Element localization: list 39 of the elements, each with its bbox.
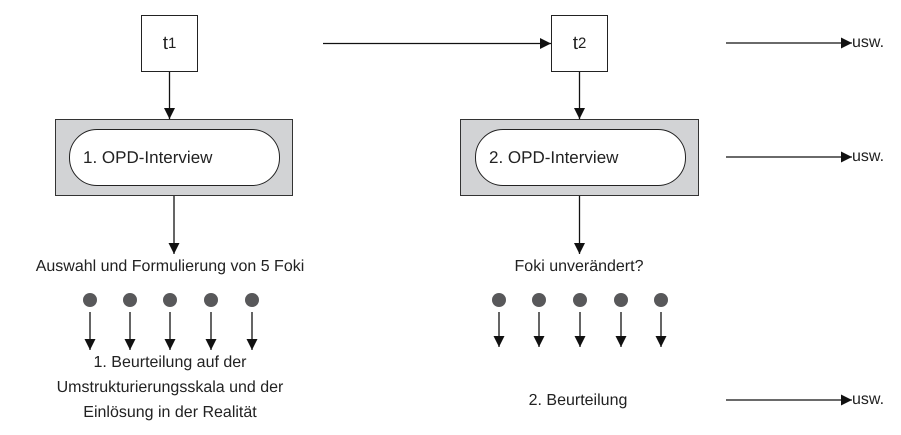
focus-dot <box>83 293 97 307</box>
arrow <box>726 38 852 48</box>
arrow <box>164 72 175 119</box>
arrow <box>124 312 136 350</box>
arrow <box>206 312 216 350</box>
arrow <box>574 196 585 254</box>
arrow <box>168 196 180 254</box>
arrow <box>494 312 504 347</box>
arrow <box>574 312 586 347</box>
focus-dot <box>123 293 137 307</box>
focus-dot <box>614 293 628 307</box>
arrow <box>616 312 626 347</box>
step-text: 1. Beurteilung auf der Umstrukturierungsskala und der Einlösung in der Realität <box>20 350 320 430</box>
arrow <box>726 152 852 162</box>
arrow <box>656 312 666 347</box>
focus-dot <box>573 293 587 307</box>
step-text: 2. Beurteilung <box>508 388 648 413</box>
arrow <box>534 312 544 347</box>
step-text: Foki unverändert? <box>490 254 668 279</box>
step-text: Auswahl und Formulierung von 5 Foki <box>0 254 340 279</box>
focus-dot <box>245 293 259 307</box>
continuation-text: usw. <box>852 147 892 167</box>
focus-dot <box>654 293 668 307</box>
arrow <box>323 38 551 49</box>
focus-dot <box>492 293 506 307</box>
interview-pill: 2. OPD-Interview <box>475 129 686 186</box>
arrow <box>164 312 176 350</box>
interview-pill: 1. OPD-Interview <box>69 129 280 186</box>
continuation-text: usw. <box>852 390 892 410</box>
arrow <box>726 394 852 406</box>
focus-dot <box>204 293 218 307</box>
interview-frame <box>460 119 699 196</box>
continuation-text: usw. <box>852 33 892 53</box>
focus-dot <box>532 293 546 307</box>
interview-frame <box>55 119 293 196</box>
arrow <box>246 312 258 350</box>
arrow <box>84 312 96 350</box>
focus-dot <box>163 293 177 307</box>
arrow <box>574 72 585 119</box>
